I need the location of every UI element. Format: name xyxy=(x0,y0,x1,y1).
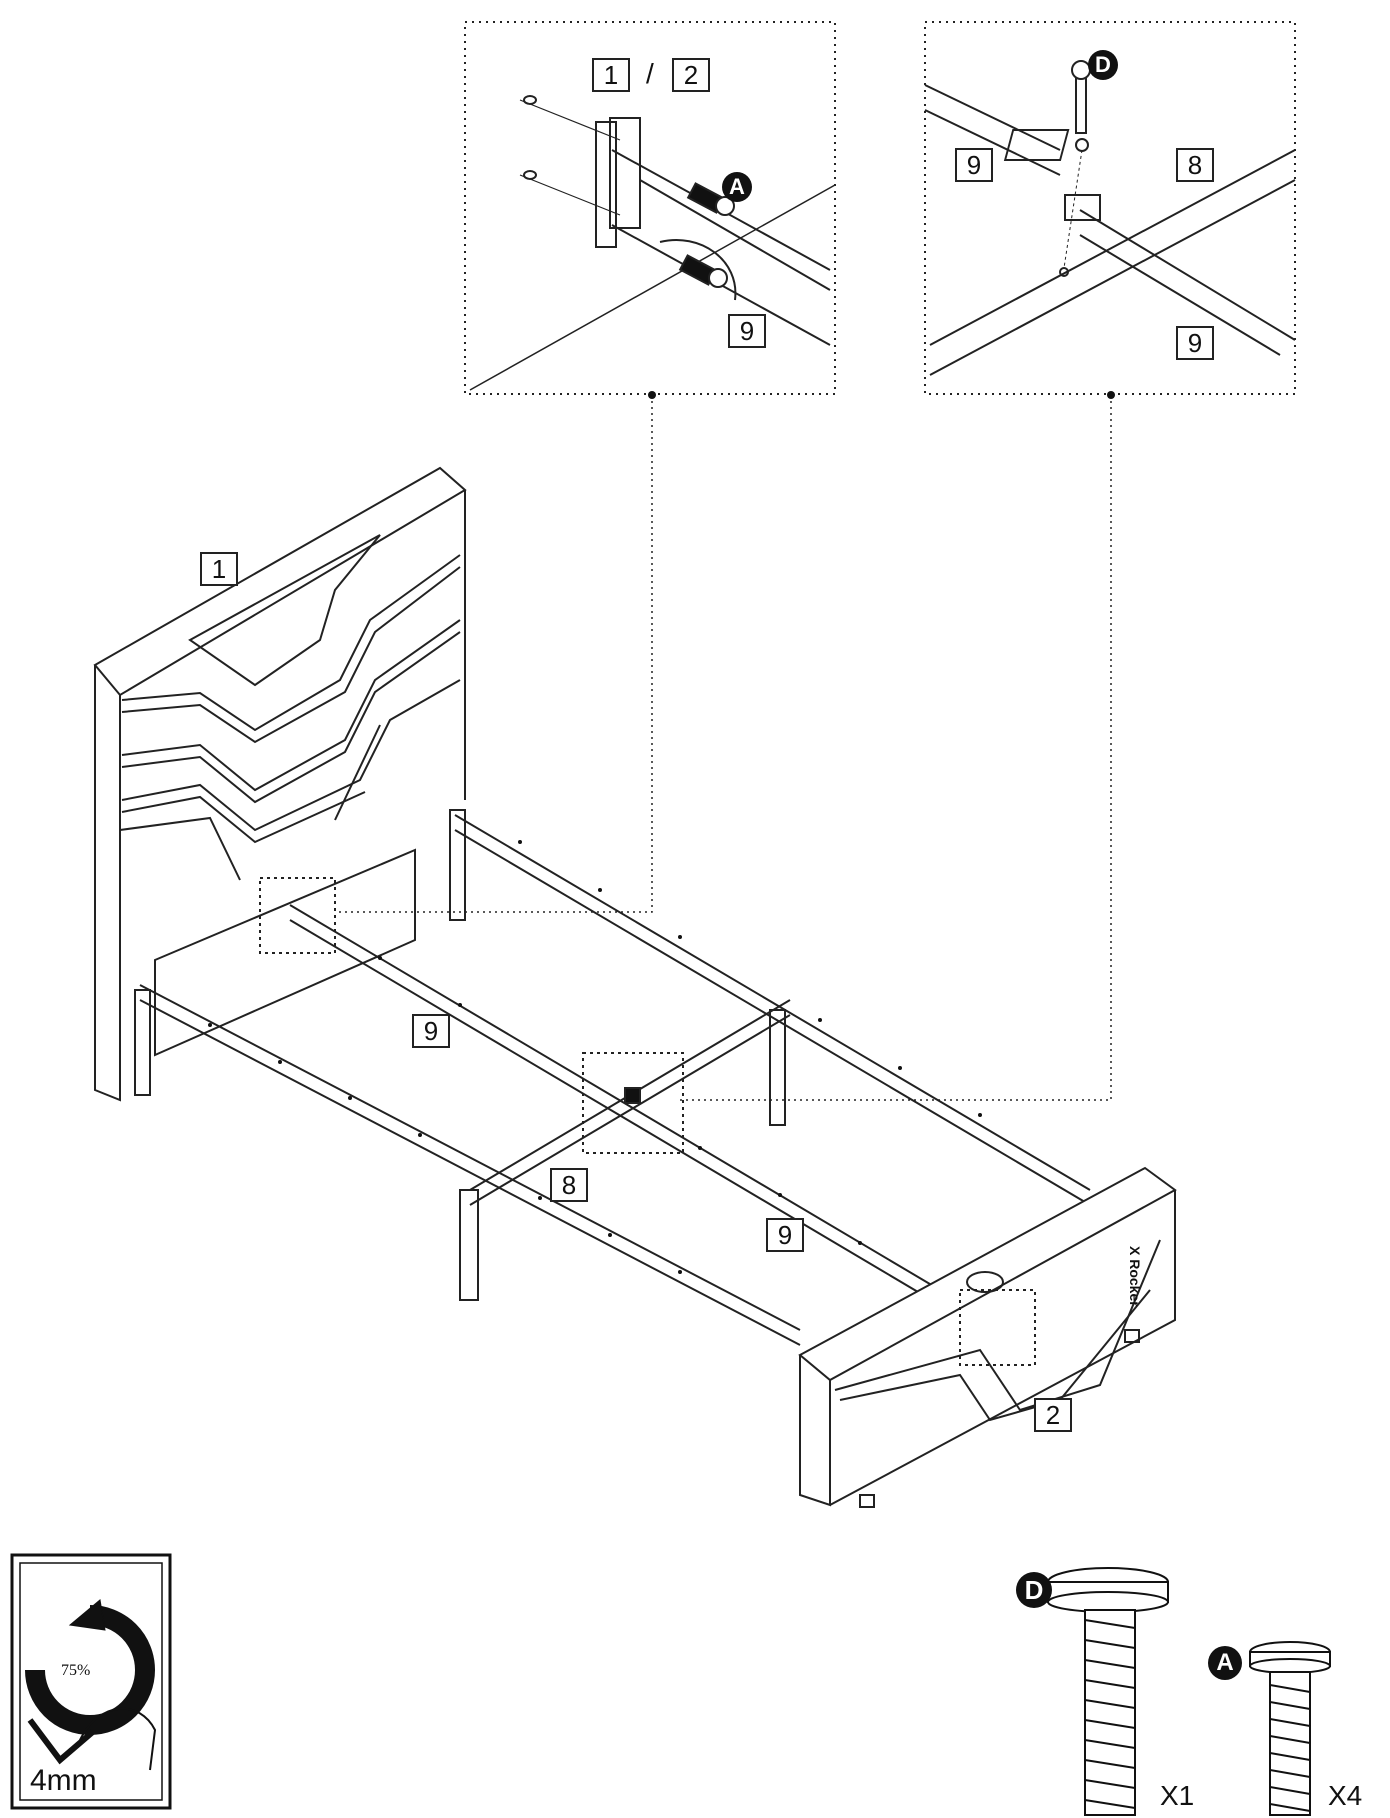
tool-panel xyxy=(10,1553,172,1810)
screw-d-icon xyxy=(1047,1567,1169,1816)
detail-right-rail-9-label: 9 xyxy=(955,148,993,182)
brand-mark: X Rocker xyxy=(1127,1246,1143,1307)
headboard xyxy=(93,466,467,1102)
screw-a-quantity: X4 xyxy=(1328,1780,1363,1811)
detail-left-part-1-label: 1 xyxy=(592,58,630,92)
detail-screw-d-bullet: D xyxy=(1088,50,1118,80)
detail-left-rail-9-label: 9 xyxy=(728,314,766,348)
screw-d-bullet: D xyxy=(1016,1572,1052,1608)
detail-box-right xyxy=(924,21,1296,395)
headboard-label: 1 xyxy=(200,552,238,586)
detail-left-separator: / xyxy=(646,58,654,89)
leader-dot-left xyxy=(648,391,656,399)
tightness-percent: 75% xyxy=(61,1662,91,1679)
screw-a-icon xyxy=(1249,1641,1331,1816)
allen-key-icon xyxy=(27,1718,97,1765)
center-rail-label: 8 xyxy=(550,1168,588,1202)
screw-d-quantity: X1 xyxy=(1160,1780,1195,1811)
detail-right-rail-8-label: 8 xyxy=(1176,148,1214,182)
bed-frame-rails xyxy=(134,809,1091,1346)
right-rail-label: 9 xyxy=(766,1218,804,1252)
left-rail-label: 9 xyxy=(412,1014,450,1048)
detail-right-bottom-rail-9-label: 9 xyxy=(1176,326,1214,360)
detail-left-part-2-label: 2 xyxy=(672,58,710,92)
leader-dot-right xyxy=(1107,391,1115,399)
detail-box-left xyxy=(464,21,836,395)
leader-lines xyxy=(335,395,1112,1101)
allen-key-size: 4mm xyxy=(30,1764,97,1797)
screw-a-bullet: A xyxy=(1208,1646,1242,1680)
footboard xyxy=(798,1166,1177,1508)
footboard-label: 2 xyxy=(1034,1398,1072,1432)
detail-screw-a-bullet: A xyxy=(722,172,752,202)
